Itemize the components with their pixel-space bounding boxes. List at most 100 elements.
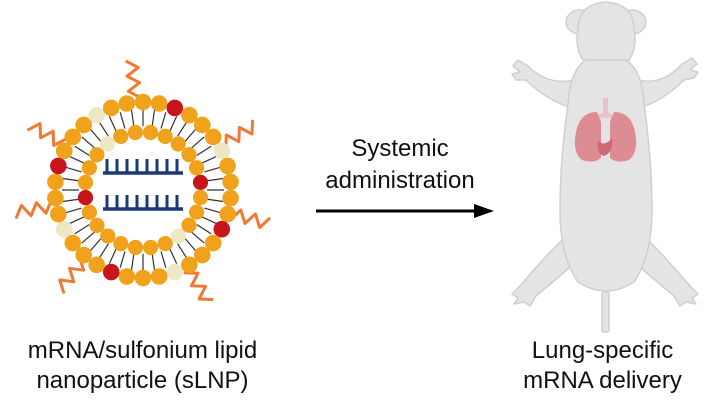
inner-lipid-head	[77, 174, 94, 191]
outer-lipid-head	[50, 205, 67, 223]
outer-lipid-head	[204, 128, 222, 146]
lipid-tail	[108, 247, 117, 264]
outer-lipid-head	[150, 268, 168, 285]
lipid-tails	[62, 109, 224, 271]
inner-lipid-head	[113, 128, 129, 145]
inner-lipid-head	[170, 136, 186, 152]
outer-lipid-head	[102, 99, 120, 117]
lipid-tail	[119, 251, 126, 268]
lipid-tail	[151, 109, 156, 127]
outer-lipid-head	[75, 116, 93, 134]
inner-lipid-head	[100, 228, 116, 244]
result-caption-line-1: Lung-specific	[531, 337, 674, 364]
lipid-tail	[184, 237, 197, 252]
lipid-tail	[65, 166, 82, 173]
outer-lipid-head	[166, 263, 184, 281]
inner-lipid-head	[89, 147, 105, 163]
lipid-tail	[108, 116, 117, 133]
inner-lipid-head	[113, 236, 129, 252]
lipid-nanoparticle-icon	[14, 59, 272, 302]
lipid-tail	[130, 253, 135, 271]
outer-lipid-head	[193, 116, 211, 134]
lungs-icon	[574, 98, 637, 162]
outer-lipid-head	[181, 256, 198, 274]
lipid-tail	[177, 243, 188, 259]
inner-lipid-head	[170, 228, 186, 244]
outer-lipid-head	[55, 220, 73, 238]
mrna-strand-icon	[103, 159, 183, 211]
inner-lipid-head	[81, 160, 97, 176]
inner-lipid-head	[157, 235, 173, 252]
inner-lipid-head	[77, 190, 94, 206]
lipid-tail	[151, 253, 156, 271]
peg-chain-icon	[14, 199, 53, 220]
result-caption-line-2: mRNA delivery	[523, 367, 682, 394]
peg-chains	[14, 59, 272, 302]
lipid-tail	[169, 116, 178, 133]
nanoparticle-caption-line-2: nanoparticle (sLNP)	[36, 367, 249, 394]
lipid-tail	[160, 251, 167, 268]
lipid-tail	[190, 231, 205, 244]
lipid-tail	[89, 128, 102, 143]
lipid-tail	[89, 237, 102, 252]
mouse-icon	[511, 1, 699, 333]
outer-lipid-head	[219, 205, 236, 223]
outer-lipid-head	[213, 220, 231, 238]
lipid-tail	[98, 243, 109, 259]
peg-chain-icon	[183, 271, 214, 302]
lipid-tail	[204, 207, 221, 214]
outer-lipid-head	[47, 189, 64, 207]
outer-lipid-head	[88, 256, 105, 274]
inner-lipid-head	[181, 217, 197, 233]
inner-lipid-head	[189, 204, 205, 220]
inner-lipid-head	[192, 174, 209, 190]
lipid-tail	[206, 177, 224, 182]
lipid-tail	[200, 155, 217, 164]
outer-lipid-head	[55, 142, 73, 160]
lipid-tail	[74, 224, 90, 235]
outer-lipid-head	[75, 246, 93, 264]
inner-lipid-head	[127, 239, 144, 256]
outer-lipid-head	[134, 93, 152, 111]
arrow-caption-line-2: administration	[325, 167, 475, 194]
lipid-tail	[196, 224, 212, 235]
outer-lipid-head	[88, 106, 105, 124]
outer-lipid-head	[193, 246, 211, 264]
outer-lipid-head	[219, 157, 236, 175]
lipid-tail	[200, 216, 217, 225]
peg-chain-icon	[58, 256, 86, 294]
inner-lipid-head	[181, 147, 197, 163]
lipid-tail	[196, 145, 212, 156]
nanoparticle-caption-line-1: mRNA/sulfonium lipid	[27, 337, 258, 364]
arrow-caption-line-1: Systemic	[351, 135, 449, 162]
outer-lipid-head	[118, 95, 136, 112]
lipid-tail	[130, 109, 135, 127]
lipid-tail	[65, 207, 82, 214]
lipid-tail	[160, 112, 167, 129]
lipid-tail	[74, 145, 90, 156]
lipid-tail	[204, 166, 221, 173]
outer-lipid-head	[118, 268, 136, 285]
outer-lipid-head	[150, 95, 168, 112]
outer-lipid-head	[50, 157, 67, 175]
outer-lipid-head	[213, 142, 231, 160]
right-arrow-icon	[316, 204, 494, 218]
lipid-tail	[81, 136, 96, 149]
lipid-tail	[184, 128, 197, 143]
lipid-tail	[81, 231, 96, 244]
inner-lipid-head	[188, 160, 205, 176]
peg-chain-icon	[125, 59, 142, 100]
inner-lipid-head	[157, 128, 173, 144]
inner-lipid-head	[142, 124, 159, 141]
inner-lipid-head	[143, 239, 159, 256]
lipid-tail	[206, 198, 224, 203]
inner-lipid-head	[89, 217, 105, 233]
inner-lipid-heads	[77, 124, 209, 256]
peg-chain-icon	[229, 208, 272, 229]
outer-lipid-head	[64, 128, 82, 146]
outer-lipid-head	[102, 263, 120, 281]
lipid-tail	[62, 198, 80, 203]
lipid-tail	[177, 121, 188, 137]
outer-lipid-head	[64, 234, 82, 252]
lipid-tail	[69, 155, 86, 164]
